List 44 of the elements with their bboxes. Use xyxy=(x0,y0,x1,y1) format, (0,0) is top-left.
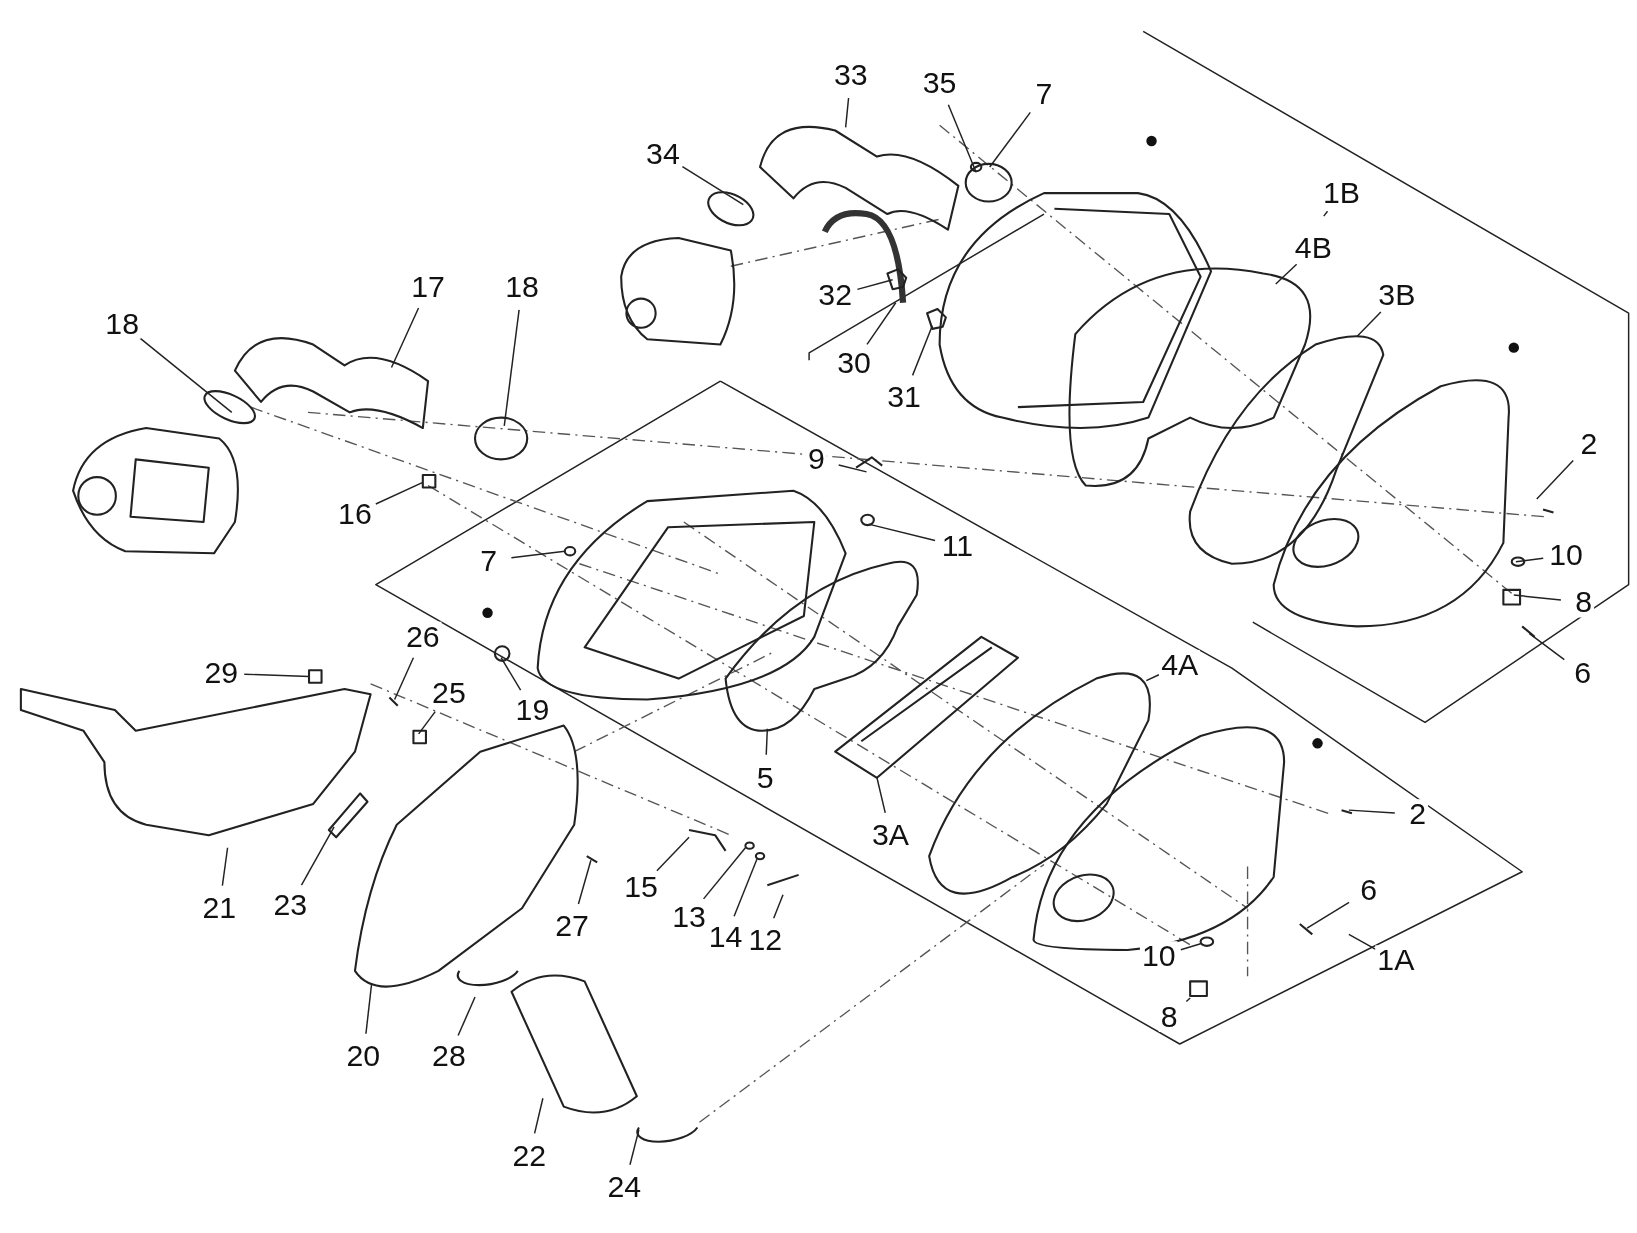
leader-line xyxy=(629,1128,640,1166)
leader-line xyxy=(1348,809,1396,814)
leader-line xyxy=(1348,933,1377,951)
leader-line xyxy=(733,858,758,917)
leader-line xyxy=(765,728,769,756)
leader-line xyxy=(417,710,436,735)
leader-line xyxy=(772,894,784,919)
leader-line xyxy=(856,279,894,291)
leader-line xyxy=(393,657,415,701)
leader-line xyxy=(837,464,868,473)
leader-line xyxy=(457,996,476,1037)
leader-line xyxy=(1528,633,1565,661)
leader-line xyxy=(1180,943,1202,951)
leader-line xyxy=(533,1097,544,1135)
leader-line xyxy=(867,523,936,542)
leader-line xyxy=(577,859,592,905)
leader-line xyxy=(1356,311,1382,337)
leader-line xyxy=(844,97,850,129)
leader-line xyxy=(876,777,886,814)
leader-line xyxy=(1536,459,1574,500)
leader-line xyxy=(681,165,745,206)
leader-line xyxy=(500,657,522,691)
leader-line xyxy=(139,337,233,414)
leader-line xyxy=(1145,674,1160,682)
leader-line xyxy=(1513,594,1562,601)
leader-line xyxy=(1515,557,1544,563)
leader-line xyxy=(390,307,420,369)
leader-line xyxy=(1306,901,1350,929)
leader-line xyxy=(989,111,1032,168)
leader-line xyxy=(702,847,747,900)
leader-line xyxy=(911,325,933,377)
leader-line xyxy=(947,104,977,173)
leader-line xyxy=(510,550,566,559)
leader-line xyxy=(866,302,897,346)
leader-line xyxy=(300,826,335,886)
leader-line xyxy=(365,982,373,1035)
leader-line xyxy=(1323,210,1329,217)
leader-line xyxy=(243,673,310,678)
leader-line xyxy=(503,309,520,427)
leader-line xyxy=(221,847,229,887)
leader-line xyxy=(1185,997,1191,1003)
leader-line xyxy=(656,836,690,872)
leader-line xyxy=(375,481,424,505)
leader-line xyxy=(1275,263,1298,285)
